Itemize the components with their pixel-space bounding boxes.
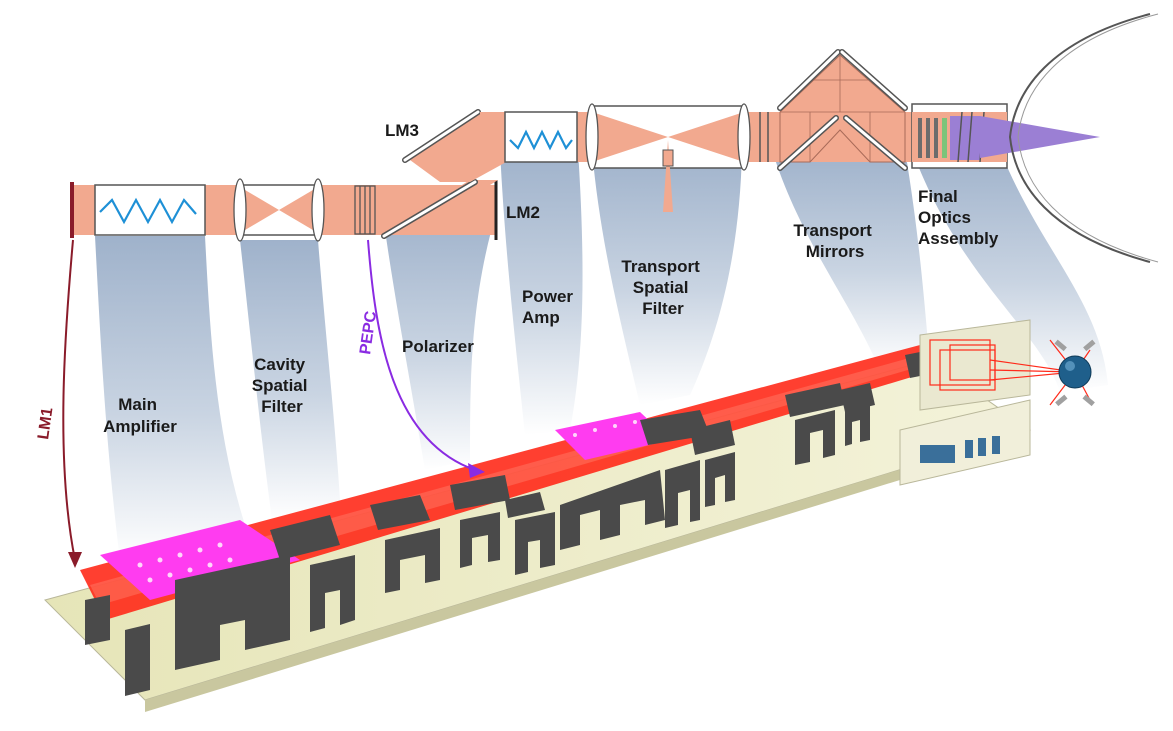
polarizer-label: Polarizer [402,337,474,356]
target-bay-wall [919,319,1031,411]
main-amplifier-line-2: Amplifier [103,417,177,436]
ribbon-cavity-spatial-filter [240,240,340,520]
lm1-arrow [62,239,82,568]
cavity-spatial-filter-line-3: Filter [261,397,303,416]
lm2-label: LM2 [506,203,540,222]
transport-spatial-filter-line-3: Filter [642,299,684,318]
final-optics-line-3: Assembly [918,229,999,248]
ribbon-polarizer [385,210,497,470]
target-chamber-sphere [1058,355,1092,389]
ribbon-power-amp [500,150,583,435]
ribbon-transport-mirrors [772,150,930,370]
final-optics-line-2: Optics [918,208,971,227]
transport-mirrors-line-2: Mirrors [806,242,865,261]
tsf-lens-1 [585,103,599,171]
power-amp-label: Power Amp [522,287,578,327]
main-amplifier-label: Main Amplifier [103,395,177,436]
cavity-spatial-filter-label: Cavity Spatial Filter [252,355,312,416]
pepc-arrow [367,239,485,478]
power-amp-zigzag [509,129,573,151]
lm3-label: LM3 [385,121,419,140]
callout-ribbons [95,150,1108,560]
main-amplifier-box [94,184,206,236]
tsf-pinhole-beam [663,140,673,212]
final-optics-line-1: Final [918,187,958,206]
transport-spatial-filter-label: Transport Spatial Filter [621,257,704,318]
lm1-label: LM1 [35,406,56,440]
pepc-label: PEPC [357,310,380,356]
target-arms [1054,339,1096,407]
main-amplifier-line-1: Main [118,395,157,414]
final-optics-assembly [911,103,1100,169]
pepc-cell [354,185,376,235]
transport-mirrors-line-1: Transport [793,221,872,240]
power-amp-flashlamps [555,412,670,460]
power-amp-line-1: Power [522,287,573,306]
schematic-beamline [70,13,1159,263]
transport-mirrors-label: Transport Mirrors [793,221,876,261]
csf-lens-1 [233,178,247,242]
ribbon-final-optics [912,150,1108,392]
power-amp-line-2: Amp [522,308,560,327]
main-amp-zigzag [99,197,197,225]
tsf-lens-2 [737,103,751,171]
target-chamber-arc [1008,13,1151,263]
final-optics-assembly-label: Final Optics Assembly [918,187,999,248]
diagnostic-equipment [920,436,1000,463]
transport-spatial-filter-line-2: Spatial [633,278,689,297]
cavity-spatial-filter-line-2: Spatial [252,376,308,395]
ribbon-main-amplifier [95,236,250,560]
transport-mirrors-periscope [777,49,908,171]
cavity-spatial-filter-line-1: Cavity [254,355,306,374]
laser-bay-building [44,319,1096,712]
transport-spatial-filter-line-1: Transport [621,257,700,276]
power-amp-box [504,111,578,163]
csf-lens-2 [311,178,325,242]
ribbon-transport-spatial-filter [592,150,742,405]
